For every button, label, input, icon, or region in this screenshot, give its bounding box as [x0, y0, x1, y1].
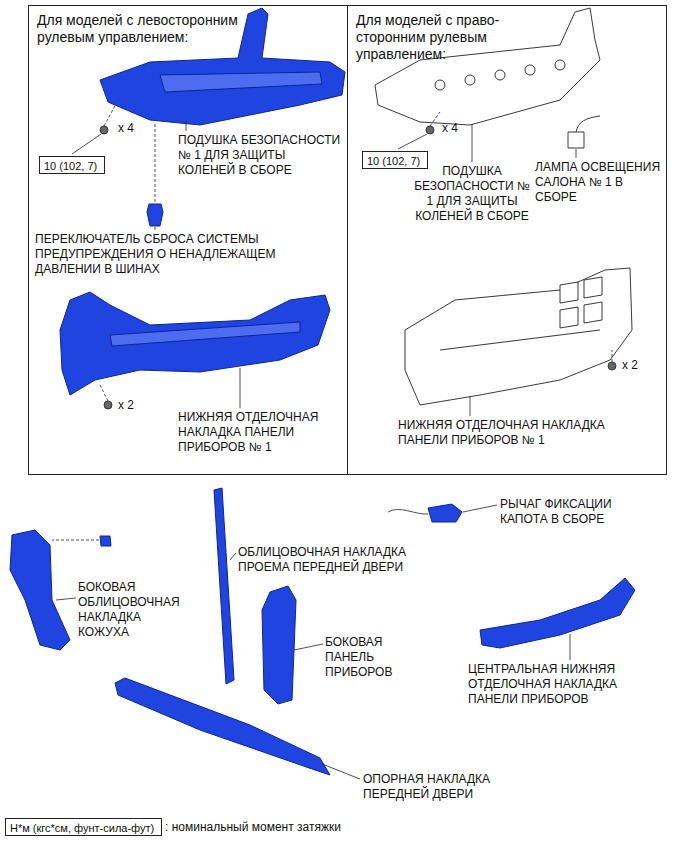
leader-line	[570, 634, 571, 660]
leader-line	[612, 350, 613, 362]
outline-part	[555, 60, 565, 70]
blue-part	[100, 536, 111, 546]
blue-part	[10, 530, 70, 650]
leader-line	[230, 553, 236, 560]
count-label: x 4	[442, 121, 482, 136]
part-label: ЛАМПА ОСВЕЩЕНИЯ САЛОНА № 1 В СБОРЕ	[535, 160, 663, 205]
leader-line	[104, 104, 116, 126]
screw	[104, 401, 112, 409]
count-label: x 2	[118, 398, 158, 413]
part-label: ПОДУШКА БЕЗОПАСНОСТИ № 1 ДЛЯ ЗАЩИТЫ КОЛЕ…	[178, 133, 343, 178]
leader-line	[294, 644, 323, 650]
panel-heading: Для моделей с левосторонним рулевым упра…	[37, 12, 257, 46]
outline-part	[560, 282, 578, 303]
blue-part	[60, 292, 330, 395]
blue-part	[480, 578, 635, 648]
outline-part	[495, 70, 505, 80]
torque-value: 10 (102, 7)	[367, 155, 420, 167]
variant-panel: Для моделей с право- сторонним рулевым у…	[347, 5, 667, 475]
screw	[100, 126, 108, 134]
leader-line	[56, 598, 76, 600]
torque-box: 10 (102, 7)	[39, 156, 105, 174]
outline-part	[568, 132, 584, 148]
part-label: ОБЛИЦОВОЧНАЯ НАКЛАДКА ПРОЕМА ПЕРЕДНЕЙ ДВ…	[238, 545, 443, 575]
outline-part	[525, 65, 535, 75]
blue-part	[115, 678, 330, 775]
leader-line	[430, 112, 440, 126]
leader-line	[186, 121, 187, 131]
part-label: РЫЧАГ ФИКСАЦИИ КАПОТА В СБОРЕ	[500, 497, 655, 527]
screw	[426, 126, 434, 134]
blue-part	[214, 488, 234, 684]
outline-part	[375, 8, 632, 405]
part-label: ПОДУШКА БЕЗОПАСНОСТИ № 1 ДЛЯ ЗАЩИТЫ КОЛЕ…	[413, 164, 531, 224]
outline-part	[405, 268, 632, 405]
leader-line	[388, 509, 428, 514]
leader-line	[72, 134, 101, 154]
leader-line	[155, 124, 156, 202]
torque-box: 10 (102, 7)	[362, 151, 428, 169]
outline-part	[584, 277, 602, 298]
blue-part	[147, 204, 163, 226]
part-label: ОПОРНАЯ НАКЛАДКА ПЕРЕДНЕЙ ДВЕРИ	[363, 772, 538, 802]
leader-line	[100, 385, 108, 401]
leader-line	[240, 368, 241, 408]
leader-line	[398, 134, 427, 149]
leader-line	[52, 540, 99, 541]
outline-part	[465, 75, 475, 85]
note-label: : номинальный момент затяжки	[165, 820, 415, 835]
leader-line	[322, 764, 360, 779]
leader-line	[155, 227, 156, 230]
outline-part	[435, 80, 445, 90]
outline-part	[584, 302, 602, 323]
leader-line	[472, 124, 473, 162]
legend-key: Н*м (кгс*см, фунт-сила-фут)	[10, 822, 154, 834]
part-label: НИЖНЯЯ ОТДЕЛОЧНАЯ НАКЛАДКА ПАНЕЛИ ПРИБОР…	[178, 410, 333, 455]
outline-part	[576, 116, 600, 132]
count-label: x 2	[622, 358, 662, 373]
part-label: БОКОВАЯ ПАНЕЛЬ ПРИБОРОВ	[325, 635, 420, 680]
blue-part	[110, 322, 300, 346]
count-label: x 4	[118, 121, 158, 136]
panel-heading: Для моделей с право- сторонним рулевым у…	[356, 12, 506, 63]
part-label: НИЖНЯЯ ОТДЕЛОЧНАЯ НАКЛАДКА ПАНЕЛИ ПРИБОР…	[398, 418, 653, 448]
outline-part	[440, 330, 600, 350]
part-label: ПЕРЕКЛЮЧАТЕЛЬ СБРОСА СИСТЕМЫ ПРЕДУПРЕЖДЕ…	[35, 232, 310, 277]
blue-part	[262, 586, 296, 704]
torque-value: 10 (102, 7)	[44, 160, 97, 172]
outline-part	[560, 307, 578, 328]
leader-line	[470, 396, 471, 416]
leader-line	[576, 149, 577, 158]
part-label: ЦЕНТРАЛЬНАЯ НИЖНЯЯ ОТДЕЛОЧНАЯ НАКЛАДКА П…	[468, 662, 668, 707]
blue-part	[428, 504, 462, 522]
screw	[608, 362, 616, 370]
leader-line	[463, 505, 497, 512]
legend-box: Н*м (кгс*см, фунт-сила-фут)	[5, 818, 162, 836]
part-label: БОКОВАЯ ОБЛИЦОВОЧНАЯ НАКЛАДКА КОЖУХА	[78, 580, 190, 640]
blue-part	[160, 72, 322, 92]
blue-part	[10, 8, 635, 775]
